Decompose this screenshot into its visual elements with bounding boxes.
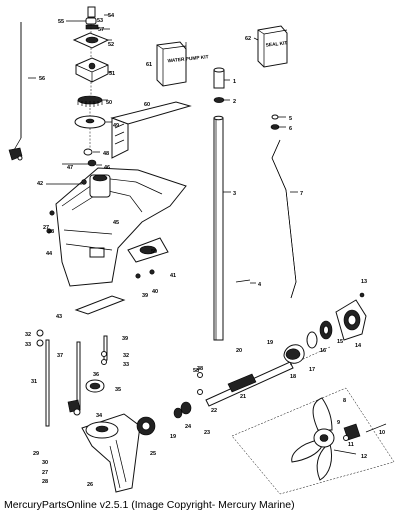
o-ring-gasket bbox=[74, 295, 126, 315]
callout-48: 48 bbox=[103, 151, 109, 157]
copyright-caption: MercuryPartsOnline v2.5.1 (Image Copyrig… bbox=[4, 499, 295, 511]
callout-37: 37 bbox=[57, 353, 63, 359]
callout-45: 45 bbox=[113, 220, 119, 226]
callout-42: 42 bbox=[37, 181, 43, 187]
callout-32-b: 32 bbox=[123, 353, 129, 359]
seal-kit-box: SEAL KIT bbox=[257, 25, 288, 68]
gasket-plate bbox=[110, 101, 192, 159]
seal-kit-text: SEAL KIT bbox=[265, 40, 287, 48]
callout-18: 18 bbox=[290, 374, 296, 380]
callout-50: 50 bbox=[106, 100, 112, 106]
callout-24: 24 bbox=[185, 424, 192, 430]
callout-21: 21 bbox=[240, 394, 246, 400]
callout-62: 62 bbox=[245, 36, 251, 42]
callout-29: 29 bbox=[33, 451, 39, 457]
callout-1: 1 bbox=[233, 79, 236, 85]
callout-32-a: 32 bbox=[25, 332, 31, 338]
callout-49: 49 bbox=[113, 123, 119, 129]
callout-35: 35 bbox=[115, 387, 121, 393]
propeller-shaft bbox=[205, 346, 331, 407]
callout-28-b: 28 bbox=[42, 479, 48, 485]
water-pump-kit-text: WATER PUMP KIT bbox=[167, 54, 209, 64]
callout-3: 3 bbox=[233, 191, 236, 197]
callout-34: 34 bbox=[96, 413, 103, 419]
callout-36: 36 bbox=[93, 372, 99, 378]
callout-46: 46 bbox=[104, 165, 110, 171]
shift-rod bbox=[8, 22, 23, 161]
callout-13: 13 bbox=[361, 279, 367, 285]
callout-labels: 1 2 3 4 5 6 7 8 9 10 11 12 13 14 15 16 1… bbox=[25, 13, 385, 488]
callout-25: 25 bbox=[150, 451, 156, 457]
callout-57: 57 bbox=[98, 27, 104, 33]
callout-11: 11 bbox=[348, 442, 354, 448]
propeller bbox=[291, 397, 335, 481]
callout-30: 30 bbox=[42, 460, 48, 466]
callout-33-a: 33 bbox=[25, 342, 31, 348]
callout-12: 12 bbox=[361, 454, 367, 460]
drive-shaft bbox=[213, 67, 225, 341]
callout-16: 16 bbox=[320, 348, 326, 354]
callout-27-a: 27 bbox=[43, 225, 49, 231]
water-pump-kit-box: WATER PUMP KIT bbox=[156, 41, 209, 87]
callout-56: 56 bbox=[39, 76, 45, 82]
callout-53: 53 bbox=[97, 18, 103, 24]
callout-14: 14 bbox=[355, 343, 362, 349]
impeller bbox=[77, 95, 103, 107]
callout-61: 61 bbox=[146, 62, 152, 68]
callout-5: 5 bbox=[289, 116, 292, 122]
leader-lines bbox=[28, 14, 298, 284]
shift-cable bbox=[235, 114, 297, 299]
callout-7: 7 bbox=[300, 191, 303, 197]
callout-55: 55 bbox=[58, 19, 64, 25]
callout-17: 17 bbox=[309, 367, 315, 373]
callout-9: 9 bbox=[337, 420, 340, 426]
callout-8: 8 bbox=[343, 398, 346, 404]
callout-47: 47 bbox=[67, 165, 73, 171]
callout-6: 6 bbox=[289, 126, 292, 132]
callout-39-b: 39 bbox=[142, 293, 148, 299]
callout-59: 59 bbox=[151, 249, 157, 255]
callout-33-b: 33 bbox=[123, 362, 129, 368]
callout-41: 41 bbox=[170, 273, 176, 279]
callout-43: 43 bbox=[56, 314, 62, 320]
callout-54: 54 bbox=[108, 13, 115, 19]
callout-26: 26 bbox=[87, 482, 93, 488]
callout-10: 10 bbox=[379, 430, 385, 436]
callout-19-b: 19 bbox=[170, 434, 176, 440]
water-pump-assembly bbox=[72, 6, 110, 167]
callout-20: 20 bbox=[236, 348, 242, 354]
gear-housing-upper bbox=[46, 167, 187, 287]
propeller-group bbox=[231, 387, 395, 495]
callout-28-a: 28 bbox=[48, 229, 54, 235]
exploded-parts-diagram: WATER PUMP KIT SEAL KIT bbox=[8, 6, 395, 495]
callout-31: 31 bbox=[31, 379, 37, 385]
callout-23: 23 bbox=[204, 430, 210, 436]
pinion-and-bearings bbox=[67, 372, 203, 436]
gear-stack-right bbox=[283, 292, 367, 364]
callout-19-a: 19 bbox=[267, 340, 273, 346]
callout-39-a: 39 bbox=[122, 336, 128, 342]
callout-15: 15 bbox=[337, 339, 343, 345]
callout-4: 4 bbox=[258, 282, 262, 288]
callout-22: 22 bbox=[211, 408, 217, 414]
callout-60: 60 bbox=[144, 102, 150, 108]
callout-2: 2 bbox=[233, 99, 236, 105]
callout-27-b: 27 bbox=[42, 470, 48, 476]
stud-rods bbox=[36, 329, 108, 427]
callout-38: 38 bbox=[197, 366, 203, 372]
callout-40: 40 bbox=[152, 289, 158, 295]
callout-58: 58 bbox=[193, 368, 199, 374]
callout-51: 51 bbox=[109, 71, 115, 77]
callout-44: 44 bbox=[46, 251, 53, 257]
callout-52: 52 bbox=[108, 42, 114, 48]
lower-gearcase bbox=[81, 413, 141, 493]
